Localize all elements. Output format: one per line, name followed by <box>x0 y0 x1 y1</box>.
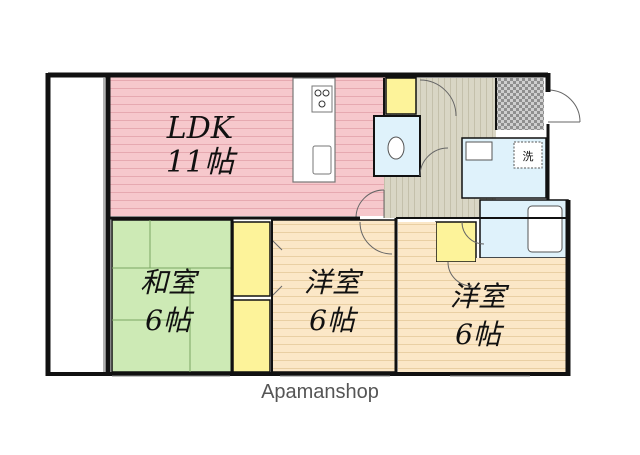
yoshitsu-center-name-label: 洋室 <box>304 266 364 299</box>
yoshitsu-right-room: 洋室 6帖 <box>398 222 568 372</box>
yoshitsu-center-room: 洋室 6帖 <box>271 219 397 373</box>
walls <box>45 72 571 376</box>
ldk-name-label: LDK <box>166 111 235 146</box>
yoshitsu-right-size-label: 6帖 <box>455 318 505 351</box>
bathtub-icon <box>527 205 563 253</box>
entrance-tile <box>496 78 544 130</box>
washroom-mark: 洗 <box>523 150 534 163</box>
sink-icon <box>312 145 332 175</box>
ldk-size-label: 11帖 <box>166 145 238 180</box>
washbasin-icon <box>465 141 493 161</box>
ldk-room: LDK 11帖 <box>110 76 386 216</box>
door-swings <box>271 79 581 297</box>
washing-machine-icon <box>513 141 543 169</box>
stove-icon <box>311 85 333 113</box>
closet-washitsu-upper <box>232 221 271 297</box>
closet-right-room <box>435 221 477 263</box>
closet-hall <box>385 77 417 115</box>
washitsu-name-label: 和室 <box>140 266 200 299</box>
bathroom <box>479 199 569 259</box>
closet-washitsu-lower <box>232 299 271 373</box>
washitsu-room: 和室 6帖 <box>111 219 233 373</box>
balcony <box>47 74 109 376</box>
washroom: 洗 <box>461 137 547 199</box>
watermark-label: Apamanshop <box>261 381 379 403</box>
washitsu-size-label: 6帖 <box>145 304 195 337</box>
toilet-icon <box>387 136 405 160</box>
toilet <box>373 115 421 177</box>
yoshitsu-right-name-label: 洋室 <box>450 280 510 313</box>
yoshitsu-center-size-label: 6帖 <box>309 304 359 337</box>
